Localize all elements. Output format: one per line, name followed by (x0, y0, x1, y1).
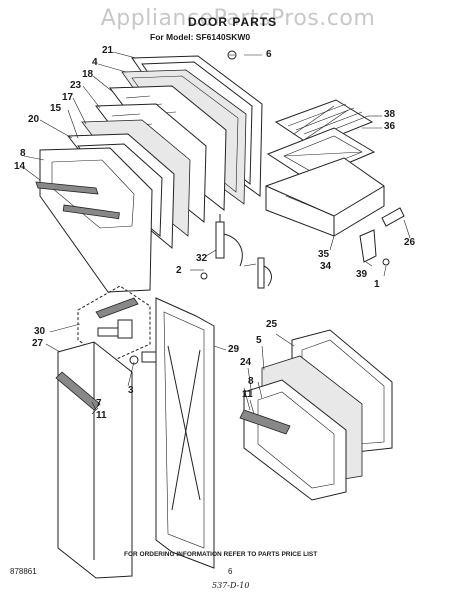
callout-32: 32 (196, 253, 208, 264)
callout-11-right: 11 (242, 389, 253, 400)
hinge-right (257, 257, 272, 289)
screw-icon (200, 258, 390, 280)
ordering-note: FOR ORDERING INFORMATION REFER TO PARTS … (124, 551, 318, 558)
callout-38: 38 (384, 109, 396, 120)
callout-1: 1 (374, 279, 380, 290)
callout-3: 3 (128, 385, 134, 396)
callout-14: 14 (14, 161, 26, 172)
callout-11-left: 11 (96, 410, 107, 421)
callout-25: 25 (266, 319, 278, 330)
callout-24: 24 (240, 357, 252, 368)
hinge-left (215, 214, 243, 267)
callout-21: 21 (102, 45, 114, 56)
callout-15: 15 (50, 103, 62, 114)
callout-17: 17 (62, 92, 74, 103)
door-front-lower (243, 379, 347, 501)
callout-8-lower: 8 (248, 376, 254, 387)
callout-20: 20 (28, 114, 40, 125)
callout-35: 35 (318, 249, 330, 260)
watermark: AppliancePartsPros.com (100, 6, 376, 31)
callout-39: 39 (356, 269, 368, 280)
broiler-grid (274, 99, 374, 147)
callout-30: 30 (34, 326, 46, 337)
callout-8-upper: 8 (20, 148, 26, 159)
broiler-pan (266, 127, 376, 181)
door-handle-right (239, 409, 291, 435)
callout-26: 26 (404, 237, 416, 248)
callout-2: 2 (176, 265, 182, 276)
callout-27: 27 (32, 338, 44, 349)
door-handle-lower (55, 371, 101, 411)
callout-29: 29 (228, 344, 240, 355)
page-number: 6 (228, 567, 233, 576)
callout-34: 34 (320, 261, 332, 272)
latch-detail-box (77, 285, 151, 363)
callout-18: 18 (82, 69, 94, 80)
lower-door-panel (57, 341, 133, 579)
drawer-slide-bracket (359, 207, 405, 263)
callout-7: 7 (96, 398, 102, 409)
leader-lines (23, 51, 411, 415)
callout-5: 5 (256, 335, 262, 346)
figure-number: 878861 (10, 567, 37, 576)
handwritten-code: 537-D-10 (212, 581, 250, 590)
diagram-title: DOOR PARTS (188, 15, 278, 29)
door-inner-panel (155, 297, 215, 569)
door-handle-upper (35, 181, 120, 220)
broiler-drawer (265, 157, 385, 237)
callout-6: 6 (266, 49, 272, 60)
callout-23: 23 (70, 80, 82, 91)
callout-4: 4 (92, 57, 98, 68)
model-line: For Model: SF6140SKW0 (150, 32, 251, 42)
callout-36: 36 (384, 121, 396, 132)
screw-icon (227, 50, 237, 60)
